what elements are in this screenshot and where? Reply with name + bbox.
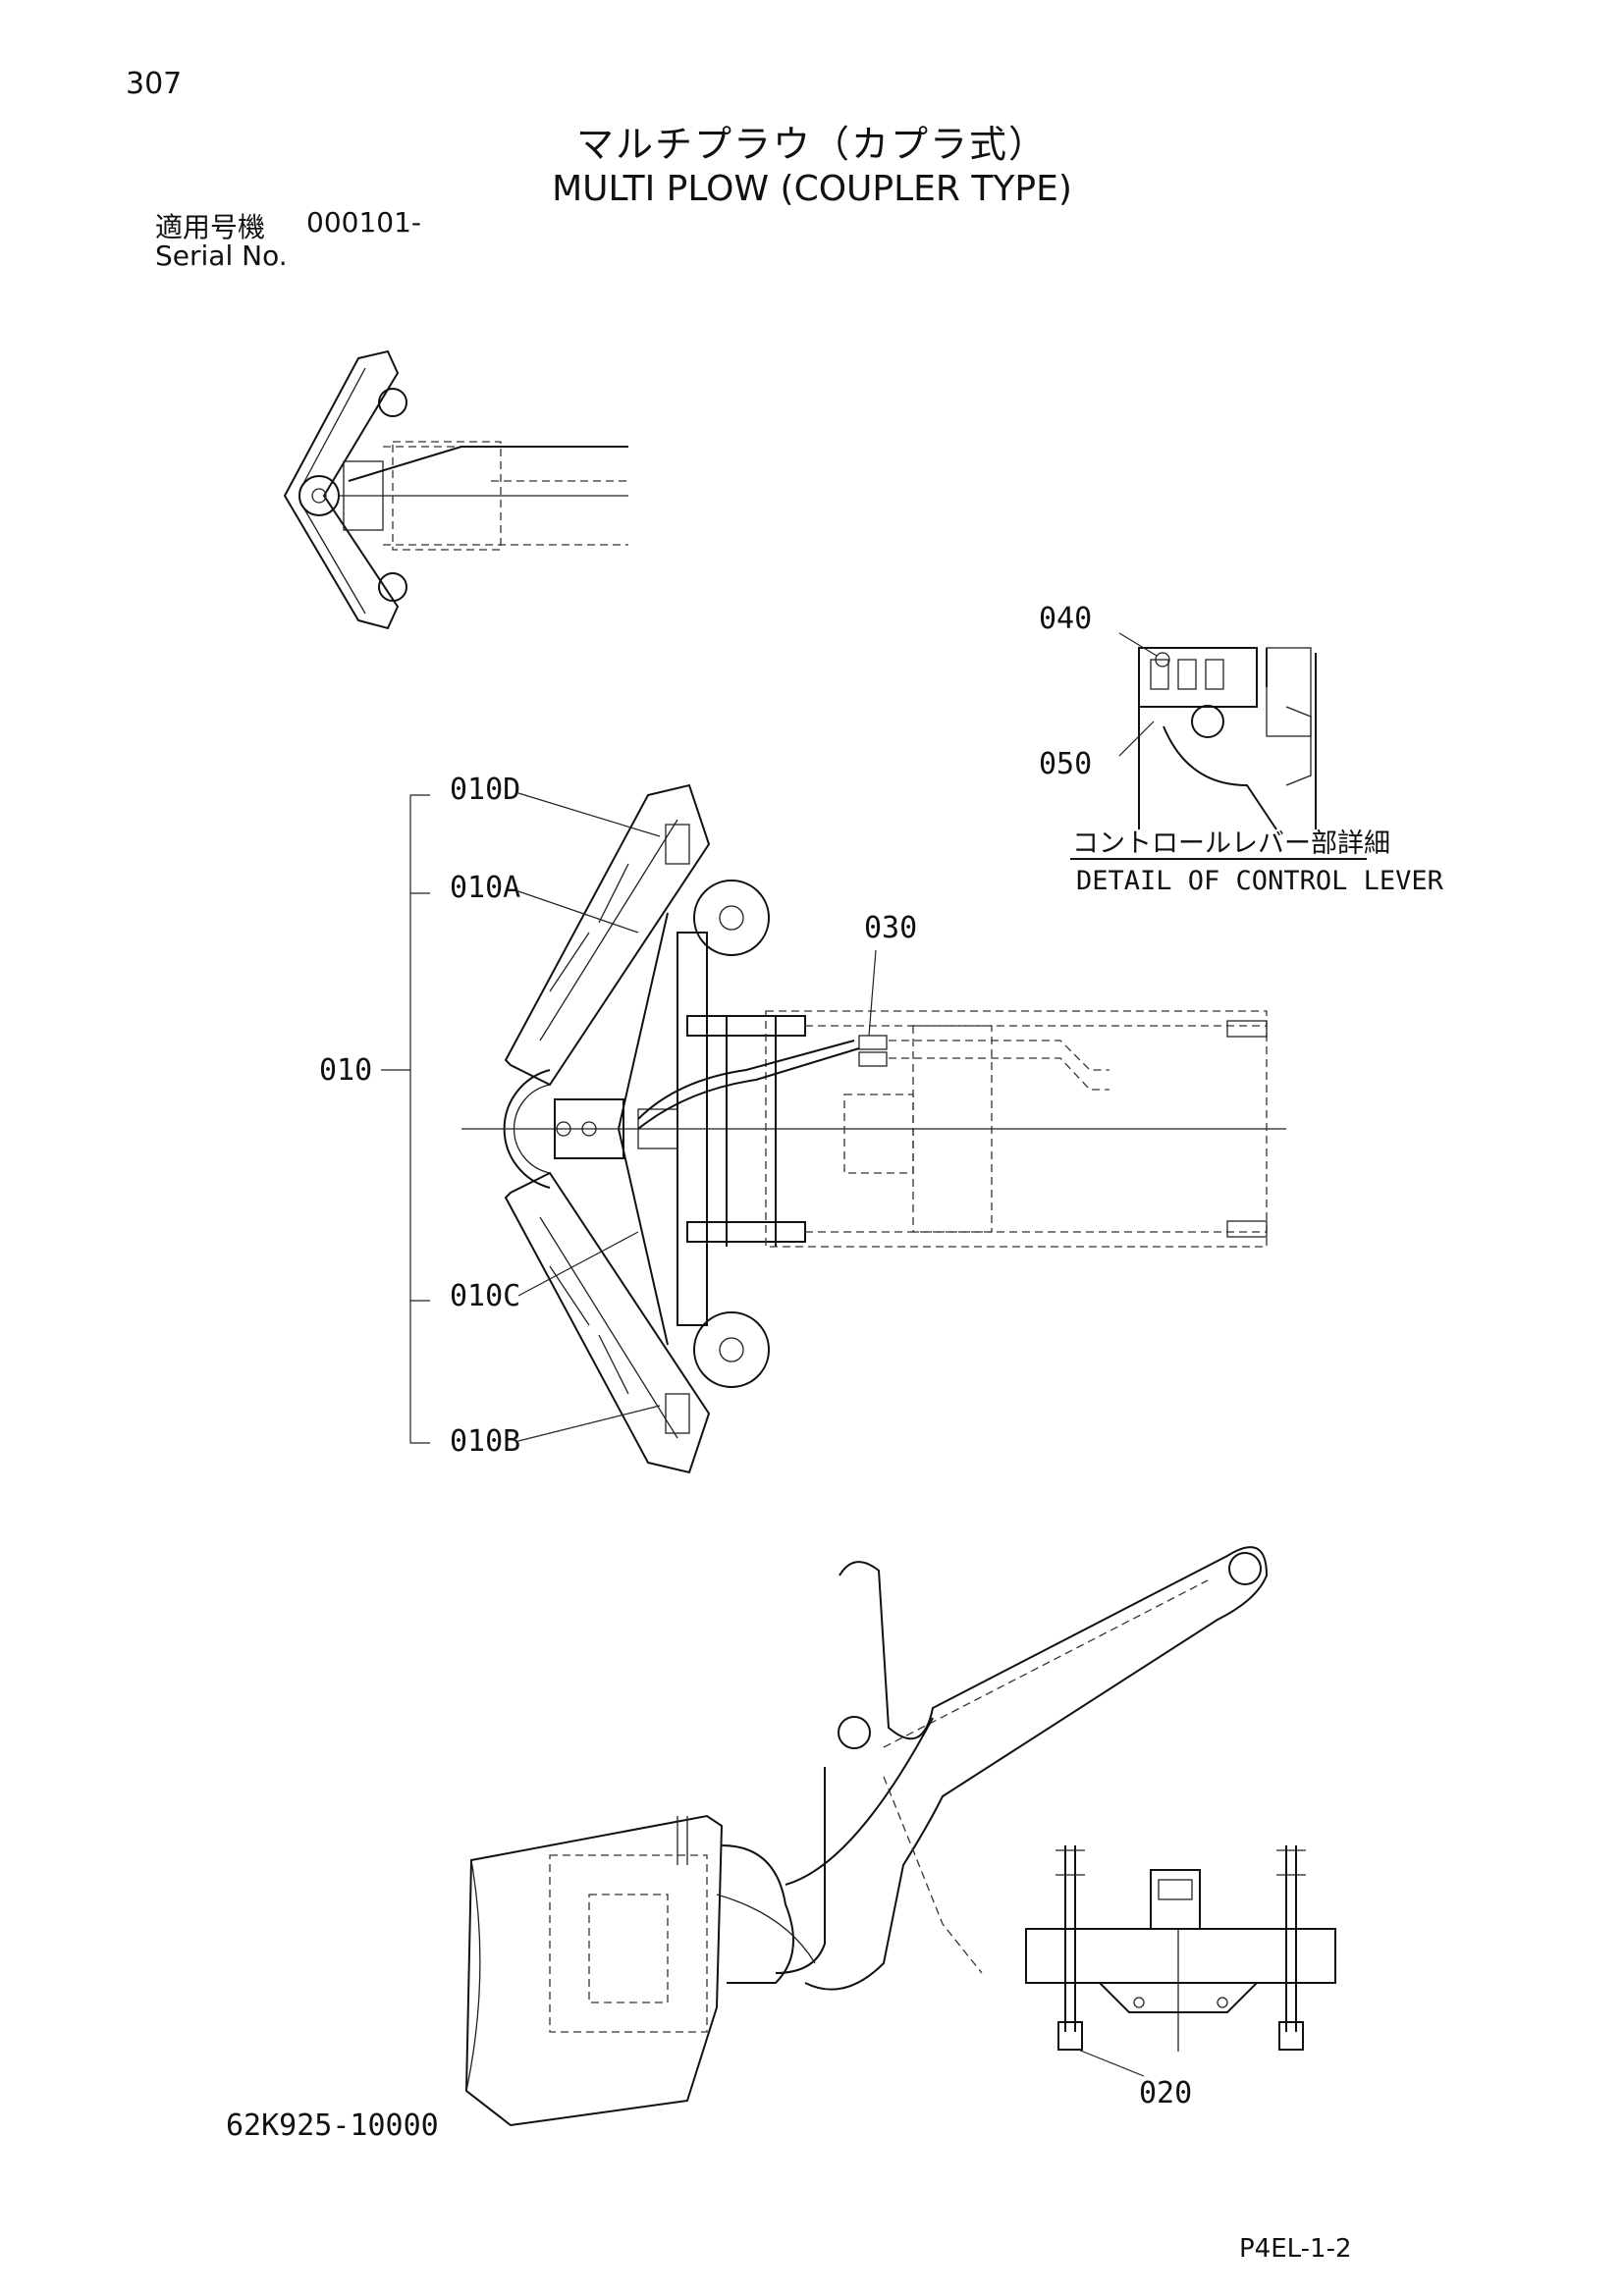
detail-label-english: DETAIL OF CONTROL LEVER [1076, 866, 1444, 896]
page-code: P4EL-1-2 [1239, 2234, 1352, 2264]
page-title-japanese: マルチプラウ（カプラ式） [575, 123, 1048, 166]
main-plow-plan-view: 010D 010A 010 010C 010B 030 [319, 773, 1286, 1474]
callout-010: 010 [319, 1053, 372, 1088]
page-title-english: MULTI PLOW (COUPLER TYPE) [552, 169, 1072, 209]
callout-010C: 010C [450, 1279, 520, 1313]
control-lever-detail: 040 050 コントロールレバー部詳細 DETAIL OF CONTROL L… [1039, 602, 1444, 896]
serial-label-english: Serial No. [155, 240, 288, 272]
drawing-number: 62K925-10000 [226, 2109, 439, 2143]
callout-010D: 010D [450, 773, 520, 807]
page-number: 307 [126, 67, 183, 101]
detail-label-japanese: コントロールレバー部詳細 [1072, 828, 1390, 859]
callout-030: 030 [864, 911, 917, 945]
serial-value: 000101- [306, 206, 421, 239]
callout-010A: 010A [450, 871, 520, 905]
callout-020: 020 [1139, 2076, 1192, 2110]
loader-side-view [464, 1546, 1269, 2127]
callout-050: 050 [1039, 747, 1092, 781]
coupler-front-view: 020 [1025, 1845, 1336, 2110]
small-plow-plan-view [283, 349, 628, 630]
serial-label-japanese: 適用号機 [155, 211, 266, 243]
callout-040: 040 [1039, 602, 1092, 636]
callout-010B: 010B [450, 1424, 520, 1459]
